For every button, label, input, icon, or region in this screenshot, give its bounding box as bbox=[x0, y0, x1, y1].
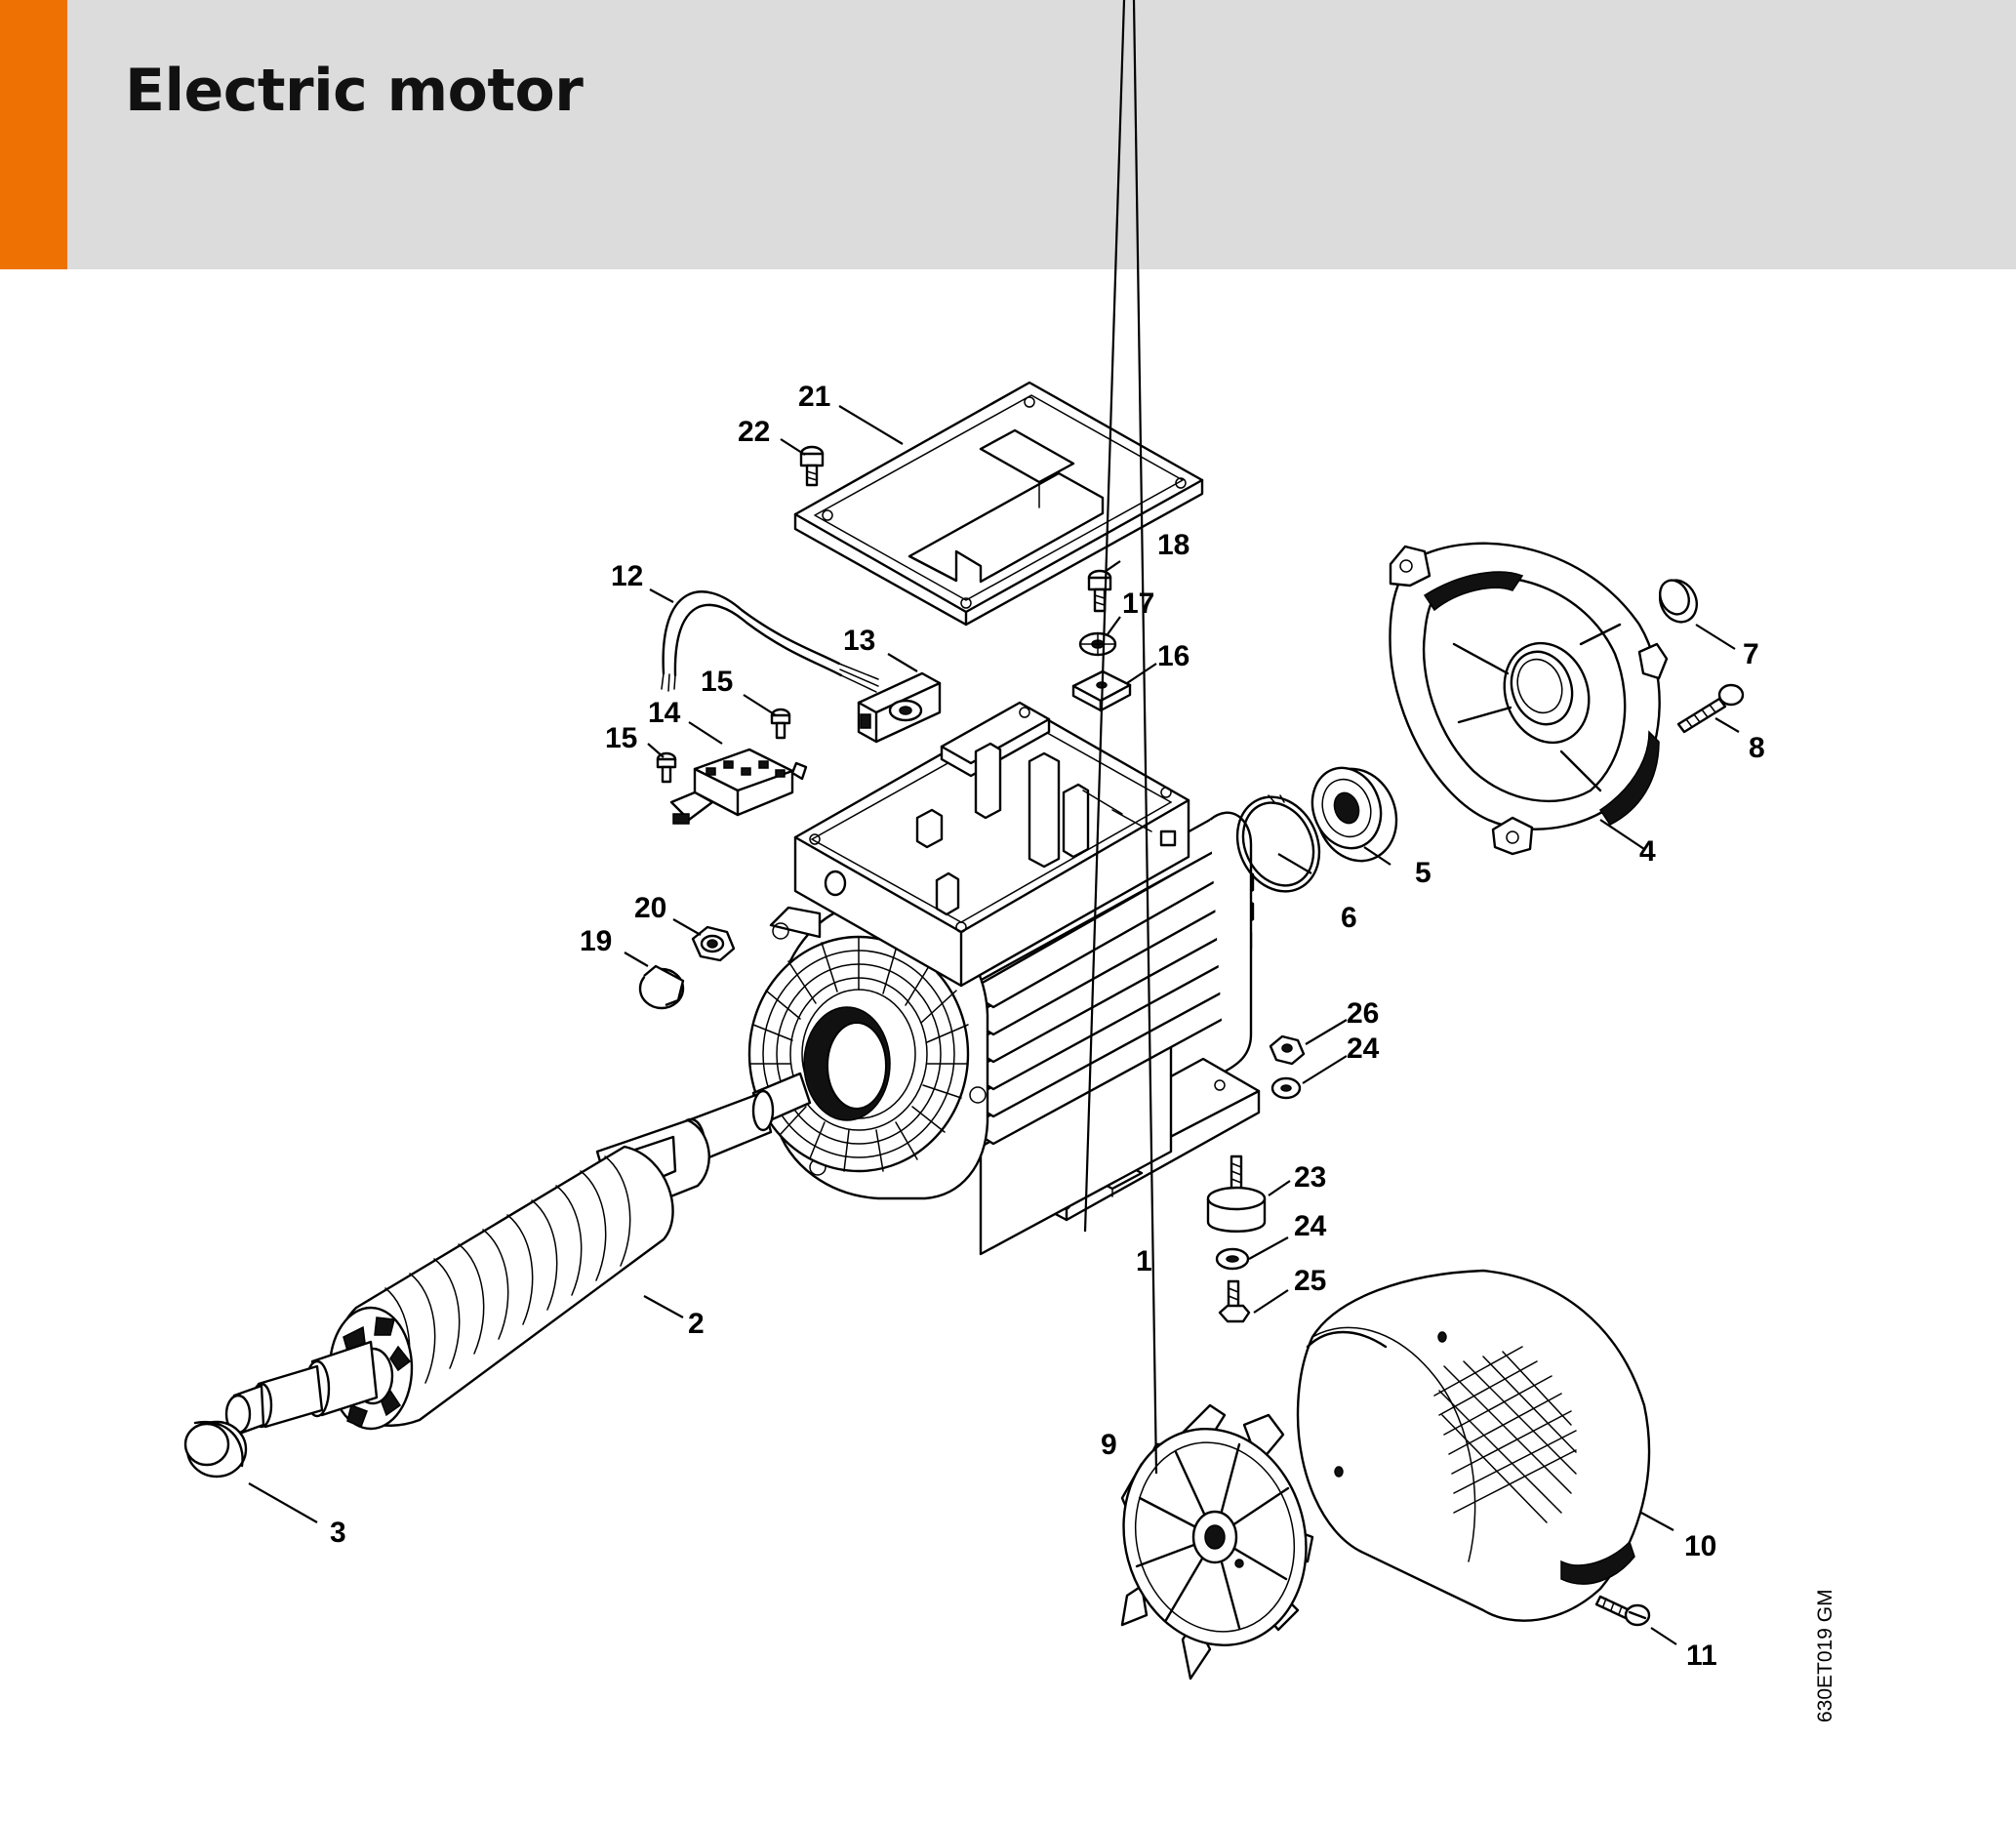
part-25-bolt bbox=[1218, 1279, 1251, 1323]
part-23-rubber-mount bbox=[1206, 1155, 1267, 1233]
part-6-circlip bbox=[1235, 794, 1321, 893]
part-1-motor-housing bbox=[747, 701, 1261, 1256]
part-17-lock-washer bbox=[1078, 631, 1117, 657]
callout-21: 21 bbox=[798, 381, 830, 413]
callout-18: 18 bbox=[1157, 529, 1189, 561]
part-14-terminal-block bbox=[669, 748, 808, 825]
callout-23: 23 bbox=[1294, 1161, 1326, 1194]
part-21-terminal-box-cover bbox=[793, 381, 1204, 627]
callout-7: 7 bbox=[1743, 638, 1759, 670]
part-7-seal-ring bbox=[1659, 579, 1698, 624]
callout-26: 26 bbox=[1347, 997, 1379, 1030]
callout-4: 4 bbox=[1639, 835, 1656, 868]
callout-11: 11 bbox=[1686, 1640, 1717, 1672]
callout-24-lower: 24 bbox=[1294, 1210, 1327, 1242]
callout-14: 14 bbox=[648, 697, 681, 729]
part-24-washer-lower bbox=[1215, 1247, 1250, 1271]
part-13-cable-gland bbox=[857, 671, 942, 744]
page-title: Electric motor bbox=[125, 57, 584, 125]
part-12-cable bbox=[661, 590, 879, 693]
part-3-shaft-ring bbox=[183, 1420, 248, 1479]
part-4-end-shield bbox=[1389, 542, 1669, 856]
part-2-rotor bbox=[224, 1072, 812, 1435]
header-band bbox=[0, 0, 2016, 269]
callout-2: 2 bbox=[688, 1308, 705, 1340]
part-20-nut bbox=[691, 925, 736, 962]
leader-lines bbox=[248, 0, 1740, 1645]
part-18-screw bbox=[1087, 569, 1112, 613]
callout-15-upper: 15 bbox=[701, 666, 733, 698]
callout-5: 5 bbox=[1415, 857, 1431, 889]
callout-15-lower: 15 bbox=[605, 722, 637, 754]
callout-13: 13 bbox=[843, 625, 875, 657]
part-8-long-screw bbox=[1676, 683, 1745, 734]
callout-1: 1 bbox=[1136, 1245, 1152, 1277]
callout-3: 3 bbox=[330, 1517, 346, 1549]
callout-20: 20 bbox=[634, 892, 666, 924]
part-11-cowl-screw bbox=[1594, 1595, 1651, 1627]
callout-8: 8 bbox=[1749, 732, 1765, 764]
part-9-fan bbox=[1120, 1403, 1314, 1681]
part-26-nut bbox=[1269, 1034, 1306, 1066]
callout-25: 25 bbox=[1294, 1265, 1326, 1297]
part-5-bearing bbox=[1310, 766, 1398, 863]
callout-labels: 1 2 3 4 5 6 7 8 9 10 11 12 13 14 15 15 1… bbox=[330, 381, 1765, 1672]
callout-12: 12 bbox=[611, 560, 643, 592]
callout-19: 19 bbox=[580, 925, 612, 957]
part-15-screw-upper bbox=[770, 708, 791, 740]
part-24-washer-upper bbox=[1270, 1076, 1302, 1100]
callout-24-upper: 24 bbox=[1347, 1033, 1380, 1065]
part-19-plug bbox=[638, 964, 685, 1010]
part-15-screw-lower bbox=[656, 751, 677, 784]
header-accent-bar bbox=[0, 0, 67, 269]
callout-16: 16 bbox=[1157, 640, 1189, 672]
part-22-cover-screw bbox=[799, 445, 825, 487]
callout-6: 6 bbox=[1341, 902, 1357, 934]
drawing-code: 630ET019 GM bbox=[1814, 1589, 1836, 1722]
callout-9: 9 bbox=[1101, 1429, 1117, 1461]
part-10-fan-cowl bbox=[1296, 1269, 1651, 1622]
callout-17: 17 bbox=[1122, 587, 1154, 620]
callout-22: 22 bbox=[738, 416, 770, 448]
callout-10: 10 bbox=[1684, 1530, 1716, 1562]
